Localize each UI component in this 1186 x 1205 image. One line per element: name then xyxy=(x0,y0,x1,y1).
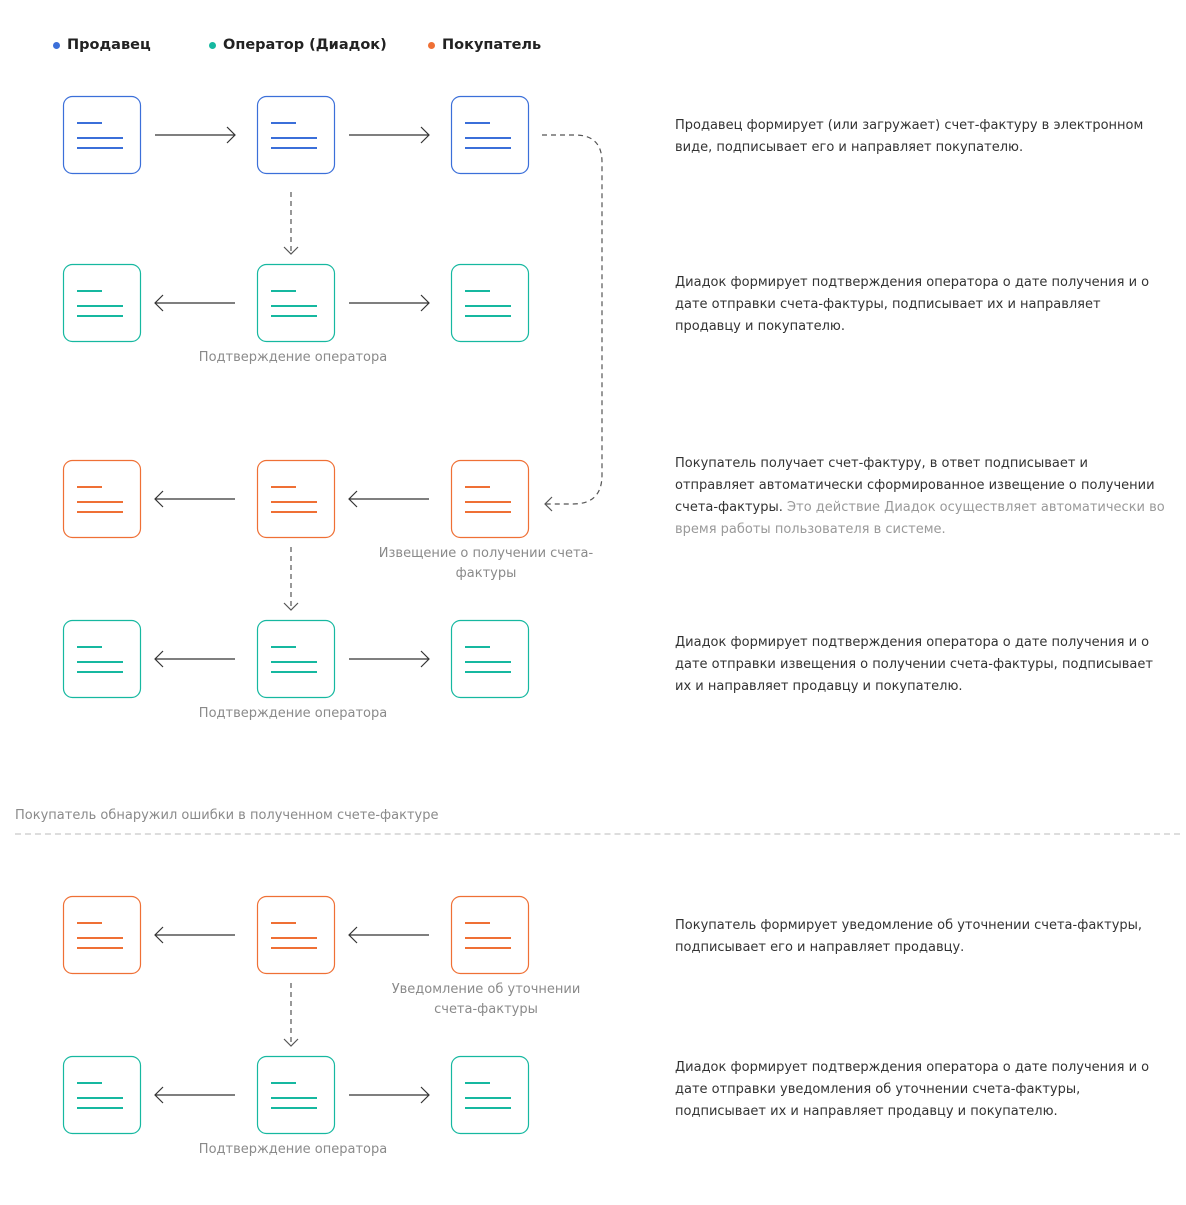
legend-seller: Продавец xyxy=(53,33,151,57)
dashed-arrow-2-head xyxy=(283,602,299,611)
legend-operator-label: Оператор (Диадок) xyxy=(223,37,387,53)
step-3-description: Покупатель получает счет-фактуру, в отве… xyxy=(675,453,1170,541)
row-5-document-2-icon xyxy=(256,895,336,975)
row-4-arrow-2-head xyxy=(420,650,430,668)
operator-confirmation-caption-3: Подтверждение оператора xyxy=(198,1142,388,1157)
row-3-document-3-icon xyxy=(450,459,530,539)
seller-dot-icon xyxy=(53,41,60,49)
legend-seller-label: Продавец xyxy=(67,37,151,53)
step-3-description-note: Это действие Диадок осуществляет автомат… xyxy=(675,500,1165,537)
row-4-document-1-icon xyxy=(62,619,142,699)
step-4-description: Диадок формирует подтверждения оператора… xyxy=(675,635,1153,694)
dashed-arrow-3-head xyxy=(283,1038,299,1047)
row-3-document-2-icon xyxy=(256,459,336,539)
step-3-description-main: Покупатель получает счет-фактуру, в отве… xyxy=(675,456,1155,515)
row-1-arrow-2-head xyxy=(420,126,430,144)
row-4-document-2-icon xyxy=(256,619,336,699)
row-4-document-3-icon xyxy=(450,619,530,699)
row-5-arrow-2-head xyxy=(348,926,358,944)
operator-confirmation-caption-2: Подтверждение оператора xyxy=(198,706,388,721)
row-5-document-3-icon xyxy=(450,895,530,975)
dashed-connector-head xyxy=(544,496,553,512)
row-5-arrow-1-head xyxy=(154,926,164,944)
legend-buyer: Покупатель xyxy=(428,33,541,57)
row-5-document-1-icon xyxy=(62,895,142,975)
row-2-document-2-icon xyxy=(256,263,336,343)
dashed-arrow-1-head xyxy=(283,246,299,255)
operator-dot-icon xyxy=(209,41,216,49)
legend-buyer-label: Покупатель xyxy=(442,37,542,53)
row-2-document-3-icon xyxy=(450,263,530,343)
row-6-document-2-icon xyxy=(256,1055,336,1135)
row-1-document-3-icon xyxy=(450,95,530,175)
buyer-dot-icon xyxy=(428,41,435,49)
receipt-notice-caption: Извещение о получении счета-фактуры xyxy=(378,546,594,581)
row-1-document-2-icon xyxy=(256,95,336,175)
row-6-arrow-2-head xyxy=(420,1086,430,1104)
row-2-arrow-1-head xyxy=(154,294,164,312)
operator-confirmation-caption-1: Подтверждение оператора xyxy=(198,350,388,365)
row-3-document-1-icon xyxy=(62,459,142,539)
row-1-document-1-icon xyxy=(62,95,142,175)
legend-operator: Оператор (Диадок) xyxy=(209,33,387,57)
row-6-arrow-1-head xyxy=(154,1086,164,1104)
row-3-arrow-1-head xyxy=(154,490,164,508)
step-5-description: Покупатель формирует уведомление об уточ… xyxy=(675,918,1143,955)
row-2-document-1-icon xyxy=(62,263,142,343)
error-found-label: Покупатель обнаружил ошибки в полученном… xyxy=(15,808,439,823)
section-divider xyxy=(15,833,1180,835)
step-6-description: Диадок формирует подтверждения оператора… xyxy=(675,1060,1150,1119)
row-2-arrow-2-head xyxy=(420,294,430,312)
row-1-arrow-1-head xyxy=(226,126,236,144)
dashed-connector xyxy=(542,134,603,505)
row-6-document-3-icon xyxy=(450,1055,530,1135)
row-4-arrow-1-head xyxy=(154,650,164,668)
row-6-document-1-icon xyxy=(62,1055,142,1135)
row-3-arrow-2-head xyxy=(348,490,358,508)
step-1-description: Продавец формирует (или загружает) счет-… xyxy=(675,118,1144,155)
clarification-notice-caption: Уведомление об уточнении счета-фактуры xyxy=(391,982,581,1017)
step-2-description: Диадок формирует подтверждения оператора… xyxy=(675,275,1150,334)
